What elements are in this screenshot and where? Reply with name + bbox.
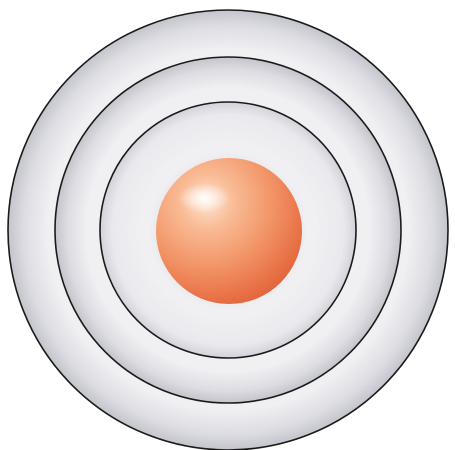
nucleus-sphere bbox=[156, 158, 302, 304]
nucleus bbox=[156, 158, 302, 304]
nucleus-highlight bbox=[178, 183, 230, 213]
